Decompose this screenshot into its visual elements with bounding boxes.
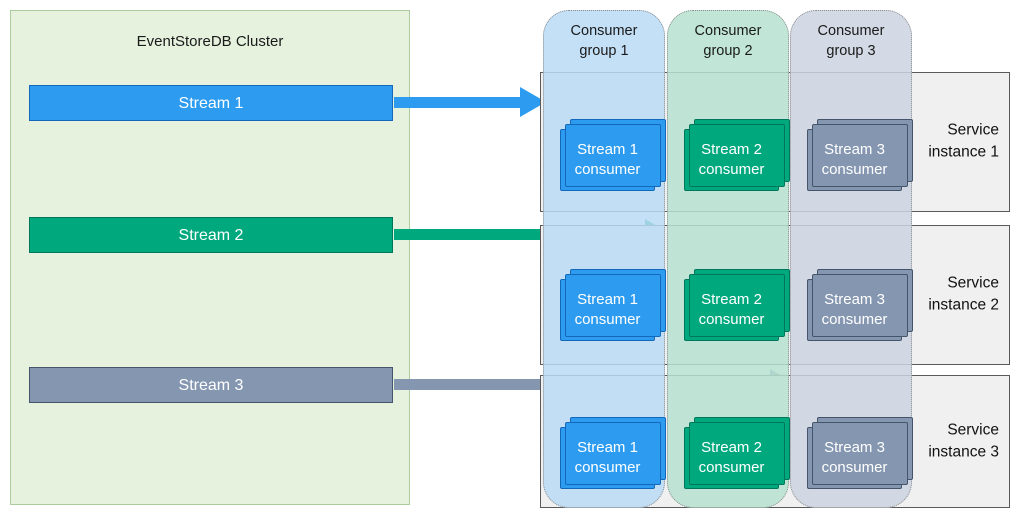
consumer-card-label: Stream 3 consumer: [821, 290, 888, 328]
stream-2-consumer-card: Stream 2 consumer: [684, 279, 779, 341]
consumer-group-1-label: Consumer group 1: [570, 23, 638, 60]
consumer-card-label: Stream 3 consumer: [821, 140, 888, 178]
stream-3-consumer-card: Stream 3 consumer: [807, 129, 902, 191]
stream-3-consumer-card: Stream 3 consumer: [807, 427, 902, 489]
stream-3-bar: Stream 3: [29, 367, 393, 403]
stream-2-arrow-shaft: [394, 229, 647, 240]
consumer-card-label: Stream 1 consumer: [574, 290, 641, 328]
stream-2-bar: Stream 2: [29, 217, 393, 253]
service-instance-3-label: Service instance 3: [928, 421, 999, 461]
consumer-card-label: Stream 1 consumer: [574, 438, 641, 476]
consumer-card-label: Stream 2 consumer: [698, 290, 765, 328]
service-instance-2-label: Service instance 2: [928, 274, 999, 314]
cluster-title: EventStoreDB Cluster: [136, 33, 284, 50]
consumer-card-label: Stream 1 consumer: [574, 140, 641, 178]
stream-3-consumer-card: Stream 3 consumer: [807, 279, 902, 341]
eventstoredb-cluster-box: EventStoreDB Cluster Stream 1 Stream 2 S…: [10, 10, 410, 505]
service-instance-1-label: Service instance 1: [928, 121, 999, 161]
stream-2-consumer-card: Stream 2 consumer: [684, 427, 779, 489]
stream-1-arrow-shaft: [394, 97, 522, 108]
stream-1-consumer-card: Stream 1 consumer: [560, 129, 655, 191]
consumer-card-label: Stream 2 consumer: [698, 140, 765, 178]
stream-1-bar: Stream 1: [29, 85, 393, 121]
consumer-group-2-label: Consumer group 2: [694, 23, 762, 60]
consumer-card-label: Stream 3 consumer: [821, 438, 888, 476]
stream-1-consumer-card: Stream 1 consumer: [560, 279, 655, 341]
stream-2-consumer-card: Stream 2 consumer: [684, 129, 779, 191]
consumer-group-3-label: Consumer group 3: [817, 23, 885, 60]
stream-1-consumer-card: Stream 1 consumer: [560, 427, 655, 489]
consumer-card-label: Stream 2 consumer: [698, 438, 765, 476]
